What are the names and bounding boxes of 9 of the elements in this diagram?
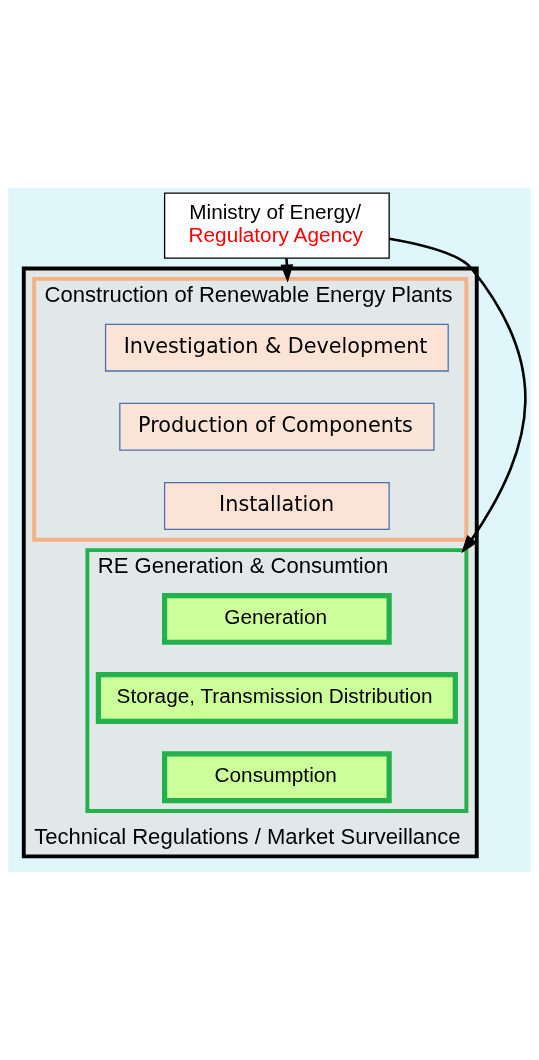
- node-box: Investigation & Development: [104, 323, 449, 372]
- node-box: Production of Components: [119, 402, 435, 451]
- node-box: Installation: [163, 482, 390, 530]
- node-box: Consumption: [162, 751, 392, 804]
- node-box: Storage, Transmission Distribution: [95, 672, 458, 725]
- node-box: Generation: [162, 592, 392, 645]
- node-box: Ministry of Energy/ Regulatory Agency: [163, 192, 390, 259]
- arrow: [389, 237, 527, 554]
- arrow: [280, 258, 294, 283]
